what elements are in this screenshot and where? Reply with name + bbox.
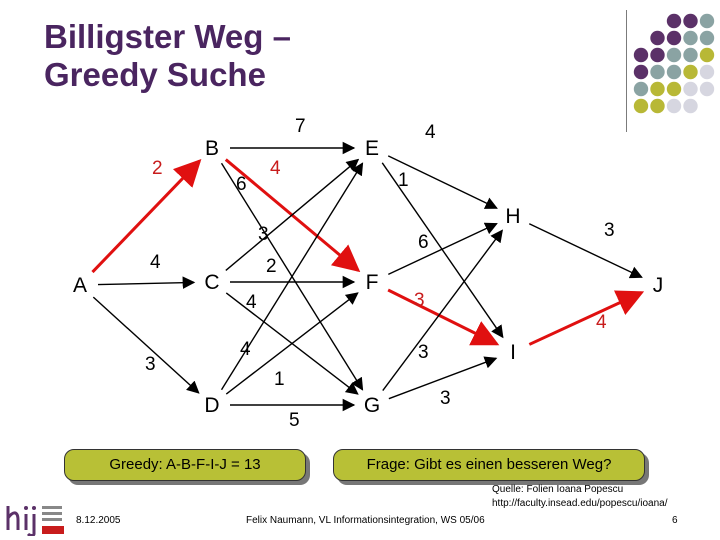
decor-dot <box>650 98 665 114</box>
decor-dot <box>666 81 682 97</box>
edge-h-j <box>528 223 643 279</box>
edge-c-e <box>225 158 360 271</box>
university-logo <box>6 506 64 536</box>
edge-d-e <box>220 162 364 391</box>
node-j: J <box>653 274 664 297</box>
node-e: E <box>365 137 379 160</box>
title-line-2: Greedy Suche <box>44 56 266 93</box>
weight-f-h: 6 <box>418 232 429 253</box>
weight-e-h: 1 <box>398 170 409 191</box>
decor-dot <box>650 81 665 97</box>
node-a: A <box>73 274 87 297</box>
graph-nodes: A B C D E F G H I J <box>73 137 663 417</box>
edge-g-h <box>382 229 503 391</box>
decor-dot <box>633 81 649 97</box>
weight-b-e: 7 <box>295 116 306 137</box>
decor-dot <box>699 13 715 29</box>
node-c: C <box>204 271 219 294</box>
weight-e-i: 4 <box>425 122 436 143</box>
slide-title: Billigster Weg – Greedy Suche <box>44 18 291 94</box>
decor-dot <box>699 30 715 46</box>
decor-dot <box>666 47 682 63</box>
graph-edges <box>91 141 645 412</box>
footer-author: Felix Naumann, VL Informationsintegratio… <box>246 515 485 526</box>
weight-b-f: 4 <box>270 158 281 179</box>
weight-i-j: 4 <box>596 312 607 333</box>
weight-c-g: 4 <box>246 292 257 313</box>
decor-dot <box>666 30 682 46</box>
decor-dot <box>666 13 682 29</box>
decor-dot <box>699 47 715 63</box>
edge-e-i <box>381 162 504 339</box>
weight-f-i: 3 <box>414 290 425 311</box>
decor-dot <box>650 64 665 80</box>
node-f: F <box>366 271 379 294</box>
edge-e-h <box>387 155 498 209</box>
decor-dot <box>666 98 682 114</box>
weight-d-g: 5 <box>289 410 300 431</box>
edge-g-i <box>388 356 498 400</box>
edge-a-d <box>92 296 200 394</box>
node-g: G <box>364 394 380 417</box>
decor-dot <box>633 98 649 114</box>
footer-source-line-1: Quelle: Folien Ioana Popescu <box>492 484 624 495</box>
edge-f-h <box>388 222 498 276</box>
decor-dot <box>683 47 698 63</box>
decor-dot <box>683 98 698 114</box>
decor-dot <box>650 47 665 63</box>
weight-a-c: 4 <box>150 252 161 273</box>
weight-h-j: 3 <box>604 220 615 241</box>
decor-dot <box>683 13 698 29</box>
weight-d-f: 1 <box>274 369 285 390</box>
node-h: H <box>505 205 520 228</box>
decor-dot <box>650 30 665 46</box>
decorative-divider <box>626 10 627 132</box>
question-box: Frage: Gibt es einen besseren Weg? <box>333 449 645 481</box>
edge-d-f <box>225 292 359 395</box>
decor-dot <box>633 64 649 80</box>
node-i: I <box>510 341 516 364</box>
footer-source: Quelle: Folien Ioana Popescu http://facu… <box>492 483 668 511</box>
node-d: D <box>204 394 219 417</box>
decor-dot <box>683 30 698 46</box>
decor-dot <box>683 64 698 80</box>
edge-f-i <box>387 288 500 346</box>
weight-d-e: 4 <box>240 339 251 360</box>
weight-g-h: 3 <box>418 342 429 363</box>
decor-dot <box>666 64 682 80</box>
decor-dot <box>699 64 715 80</box>
edge-a-b <box>91 159 202 274</box>
node-b: B <box>205 137 219 160</box>
decor-dot <box>699 81 715 97</box>
weight-a-d: 3 <box>145 354 156 375</box>
question-text: Frage: Gibt es einen besseren Weg? <box>366 456 612 473</box>
weight-c-f: 2 <box>266 256 277 277</box>
weight-g-i: 3 <box>440 388 451 409</box>
weight-a-b: 2 <box>152 158 163 179</box>
page-number: 6 <box>672 515 678 526</box>
weight-c-e: 3 <box>258 224 269 245</box>
decor-dot <box>633 47 649 63</box>
decor-dot <box>683 81 698 97</box>
footer-date: 8.12.2005 <box>76 515 121 526</box>
edge-i-j <box>528 290 645 346</box>
decorative-dot-grid <box>633 13 715 114</box>
title-line-1: Billigster Weg – <box>44 18 291 55</box>
greedy-result-box: Greedy: A-B-F-I-J = 13 <box>64 449 306 481</box>
footer-source-line-2: http://faculty.insead.edu/popescu/ioana/ <box>492 498 668 509</box>
weight-b-g: 6 <box>236 174 247 195</box>
edge-a-c <box>97 276 196 289</box>
greedy-result-text: Greedy: A-B-F-I-J = 13 <box>109 456 261 473</box>
